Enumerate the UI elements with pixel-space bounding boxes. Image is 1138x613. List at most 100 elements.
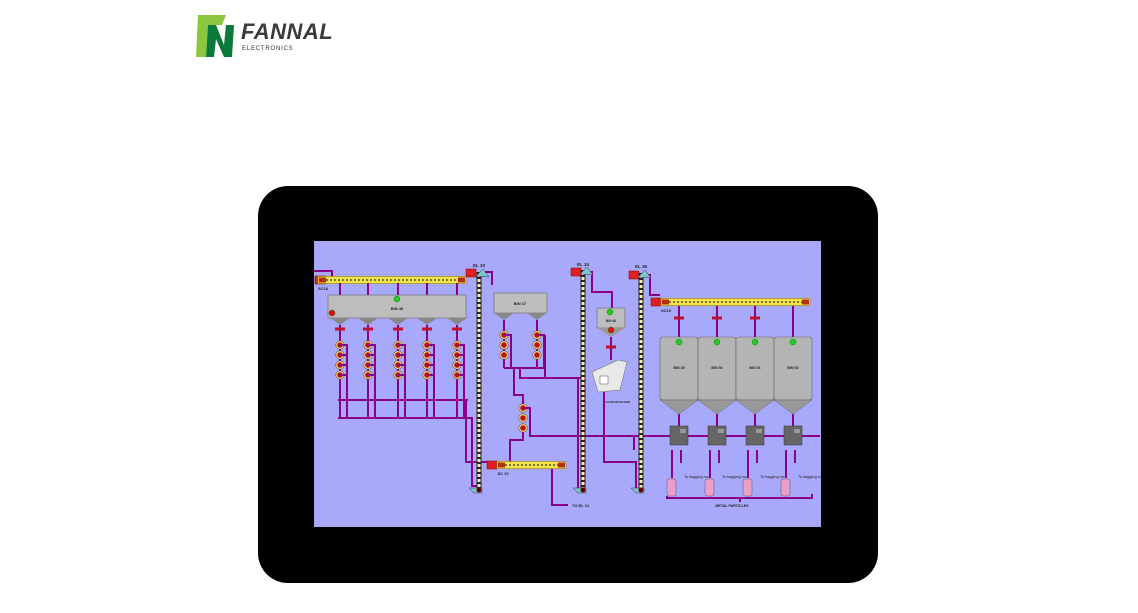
bin-46-label: BIN 46: [391, 306, 404, 311]
bagging-display: [794, 429, 800, 433]
silo-cone: [735, 399, 775, 415]
flour-detacher[interactable]: [591, 359, 628, 393]
sc18-conveyor-end: [319, 277, 326, 283]
valve-core: [501, 342, 507, 348]
detacher-outlet: [599, 375, 609, 385]
status-led-off: [607, 326, 615, 334]
hopper-outlet: [494, 313, 514, 320]
el34-feed-motor-icon[interactable]: [570, 267, 582, 277]
pipe: [340, 344, 348, 418]
pipe: [338, 417, 478, 487]
slide-gate-icon[interactable]: [393, 327, 403, 331]
to-el31-label: TO EL 31: [572, 503, 590, 508]
status-led-on: [713, 338, 721, 346]
elevator-el34[interactable]: [580, 270, 586, 492]
sc19-conveyor-end: [662, 299, 669, 305]
pipe: [603, 392, 637, 488]
hopper-outlet: [330, 318, 350, 325]
el33-feed-motor-icon[interactable]: [465, 268, 477, 278]
sc10-conveyor-end: [498, 462, 505, 468]
bag-icon: [666, 478, 677, 497]
el36-label: EL 36: [635, 264, 647, 269]
pipe: [314, 270, 333, 278]
pipe: [551, 469, 568, 506]
metal-particles-label: METAL PARTICLES: [715, 504, 749, 508]
pipe: [509, 432, 524, 462]
pipe: [519, 368, 583, 379]
bagging-label: To bagging mc: [798, 475, 821, 479]
valve-core: [520, 415, 526, 421]
bagging-machine[interactable]: [669, 425, 689, 446]
valve-core: [534, 342, 540, 348]
status-led-on: [789, 338, 797, 346]
hopper-outlet: [447, 318, 467, 325]
bagging-display: [756, 429, 762, 433]
el34-label: EL 34: [577, 262, 589, 267]
bagging-label: To bagging mc: [760, 475, 785, 479]
sc19-motor-icon[interactable]: [650, 297, 662, 307]
sc19-label: SC19: [661, 308, 672, 313]
silo-label: BIN 51: [749, 366, 760, 370]
silo-label: BIN 50: [711, 366, 722, 370]
slide-gate-icon[interactable]: [674, 316, 684, 320]
status-led-on: [675, 338, 683, 346]
valve-core: [520, 425, 526, 431]
bin-48-label: BIN 48: [606, 319, 616, 323]
detacher-label: FLOUR DETACHER: [604, 400, 630, 404]
elevator-el36-head: [637, 269, 652, 279]
sc10-conveyor-end: [558, 462, 565, 468]
bagging-machine[interactable]: [707, 425, 727, 446]
fannal-logo: FANNAL ELECTRONICS: [196, 15, 336, 59]
sc18-label: SC18: [318, 286, 329, 291]
slide-gate-icon[interactable]: [335, 327, 345, 331]
sc10-conveyor[interactable]: [496, 461, 567, 469]
pipe: [666, 494, 813, 499]
el36-feed-motor-icon[interactable]: [628, 270, 640, 280]
bin-47-label: BIN 47: [514, 301, 527, 306]
sc18-conveyor-end: [458, 277, 465, 283]
logo-mark-icon: [196, 15, 234, 57]
bagging-label: To bagging mc: [684, 475, 709, 479]
silo-cone: [659, 399, 699, 415]
slide-gate-icon[interactable]: [363, 327, 373, 331]
sc10-label: SC 10: [497, 471, 509, 476]
sc19-conveyor-end: [802, 299, 809, 305]
slide-gate-icon[interactable]: [606, 345, 616, 349]
pipe: [513, 368, 524, 405]
bagging-machine[interactable]: [745, 425, 765, 446]
pipe: [427, 344, 435, 418]
bag-icon: [780, 478, 791, 497]
silo-cone: [697, 399, 737, 415]
bagging-display: [718, 429, 724, 433]
elevator-el34-head: [579, 266, 594, 276]
elevator-el33-head: [475, 268, 490, 278]
silo-label: BIN 49: [673, 366, 684, 370]
sc19-conveyor[interactable]: [660, 298, 811, 306]
bag-icon: [704, 478, 715, 497]
bagging-machine[interactable]: [783, 425, 803, 446]
slide-gate-icon[interactable]: [422, 327, 432, 331]
pipe: [368, 344, 376, 418]
status-led-on: [393, 295, 401, 303]
sc10-motor-icon[interactable]: [486, 460, 498, 470]
brand-name: FANNAL: [241, 19, 334, 44]
pipe: [398, 344, 406, 418]
status-led-on: [751, 338, 759, 346]
elevator-el34-boot-motor: [580, 487, 586, 493]
slide-gate-icon[interactable]: [452, 327, 462, 331]
status-led-on: [606, 308, 614, 316]
bag-icon: [742, 478, 753, 497]
elevator-el36-boot-motor: [638, 487, 644, 493]
silo-cone: [773, 399, 813, 415]
brand-subtitle: ELECTRONICS: [242, 46, 294, 52]
slide-gate-icon[interactable]: [750, 316, 760, 320]
hopper-outlet: [527, 313, 547, 320]
pipe: [485, 271, 493, 285]
bin-47[interactable]: [493, 292, 548, 314]
hopper-outlet: [358, 318, 378, 325]
pipe: [588, 271, 613, 308]
bagging-display: [680, 429, 686, 433]
pipe: [457, 344, 465, 418]
slide-gate-icon[interactable]: [712, 316, 722, 320]
